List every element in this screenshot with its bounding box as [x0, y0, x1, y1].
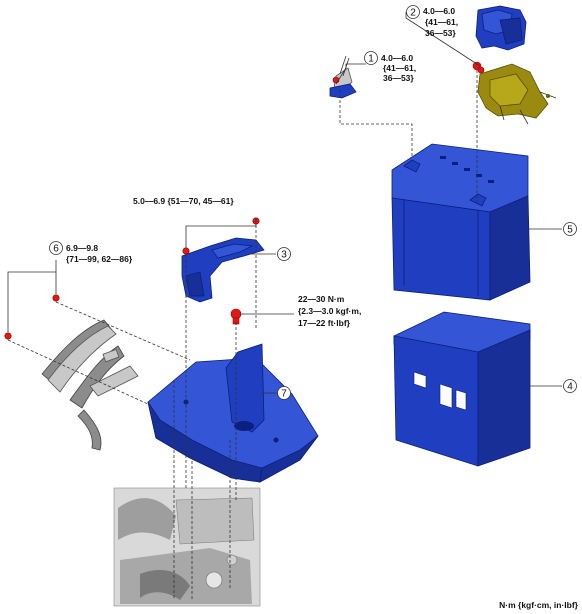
- bracket-nut-3a: [182, 247, 190, 255]
- callout-6: 6: [49, 241, 63, 255]
- torque-spec-6: 6.9—9.8 {71—99, 62—86}: [66, 243, 133, 264]
- torque-spec-3: 5.0—6.9 {51—70, 45—61}: [133, 196, 234, 206]
- callout-7: 7: [277, 386, 291, 400]
- torque-2-line3: 36—53}: [425, 28, 456, 38]
- callout-3: 3: [277, 247, 291, 261]
- tray-bolt-7: [230, 308, 242, 325]
- torque-6-line2: {71—99, 62—86}: [66, 254, 133, 264]
- clamp-bolt-2: [472, 61, 485, 74]
- torque-spec-7: 22—30 N·m {2.3—3.0 kgf·m, 17—22 ft·lbf}: [298, 294, 361, 328]
- callout-7-number: 7: [281, 389, 287, 400]
- torque-1-line3: 36—53}: [383, 73, 414, 83]
- vehicle-body-mount: [113, 487, 261, 607]
- torque-7-line1: 22—30 N·m: [298, 294, 345, 304]
- torque-spec-2: 4.0—6.0 {41—61, 36—53}: [423, 6, 458, 38]
- torque-6-line1: 6.9—9.8: [66, 243, 98, 253]
- battery-clamp-bracket: [477, 63, 557, 125]
- callout-5-number: 5: [567, 225, 573, 236]
- callout-2: 2: [406, 5, 420, 19]
- callout-6-number: 6: [53, 244, 59, 255]
- callout-3-number: 3: [281, 250, 287, 261]
- torque-2-line1: 4.0—6.0: [423, 6, 455, 16]
- torque-7-line3: 17—22 ft·lbf}: [298, 318, 351, 328]
- battery-part: [391, 143, 531, 301]
- callout-4-number: 4: [567, 382, 573, 393]
- harness-bolt-6a: [4, 332, 12, 340]
- battery-bracket-part: [181, 237, 265, 303]
- battery-terminal-part: [329, 55, 357, 99]
- torque-1-line1: 4.0—6.0: [381, 53, 413, 63]
- torque-3-line1: 5.0—6.9 {51—70, 45—61}: [133, 196, 234, 206]
- leader-lines: [7, 12, 562, 394]
- harness-bolt-6b: [52, 294, 60, 302]
- torque-1-line2: {41—61,: [383, 63, 416, 73]
- callout-2-number: 2: [410, 8, 416, 19]
- battery-cover-part: [475, 5, 527, 51]
- assembly-guide-lines: [7, 70, 478, 600]
- battery-tray-cover-part: [393, 311, 531, 467]
- callout-1: 1: [364, 51, 378, 65]
- units-note: N·m {kgf·cm, in·lbf}: [499, 600, 579, 610]
- torque-2-line2: {41—61,: [425, 17, 458, 27]
- harness-bracket-part: [41, 319, 139, 451]
- torque-spec-1: 4.0—6.0 {41—61, 36—53}: [381, 53, 416, 83]
- callout-5: 5: [563, 222, 577, 236]
- torque-7-line2: {2.3—3.0 kgf·m,: [298, 306, 361, 316]
- battery-tray-part: [147, 343, 319, 483]
- callout-1-number: 1: [368, 54, 374, 65]
- callout-4: 4: [563, 379, 577, 393]
